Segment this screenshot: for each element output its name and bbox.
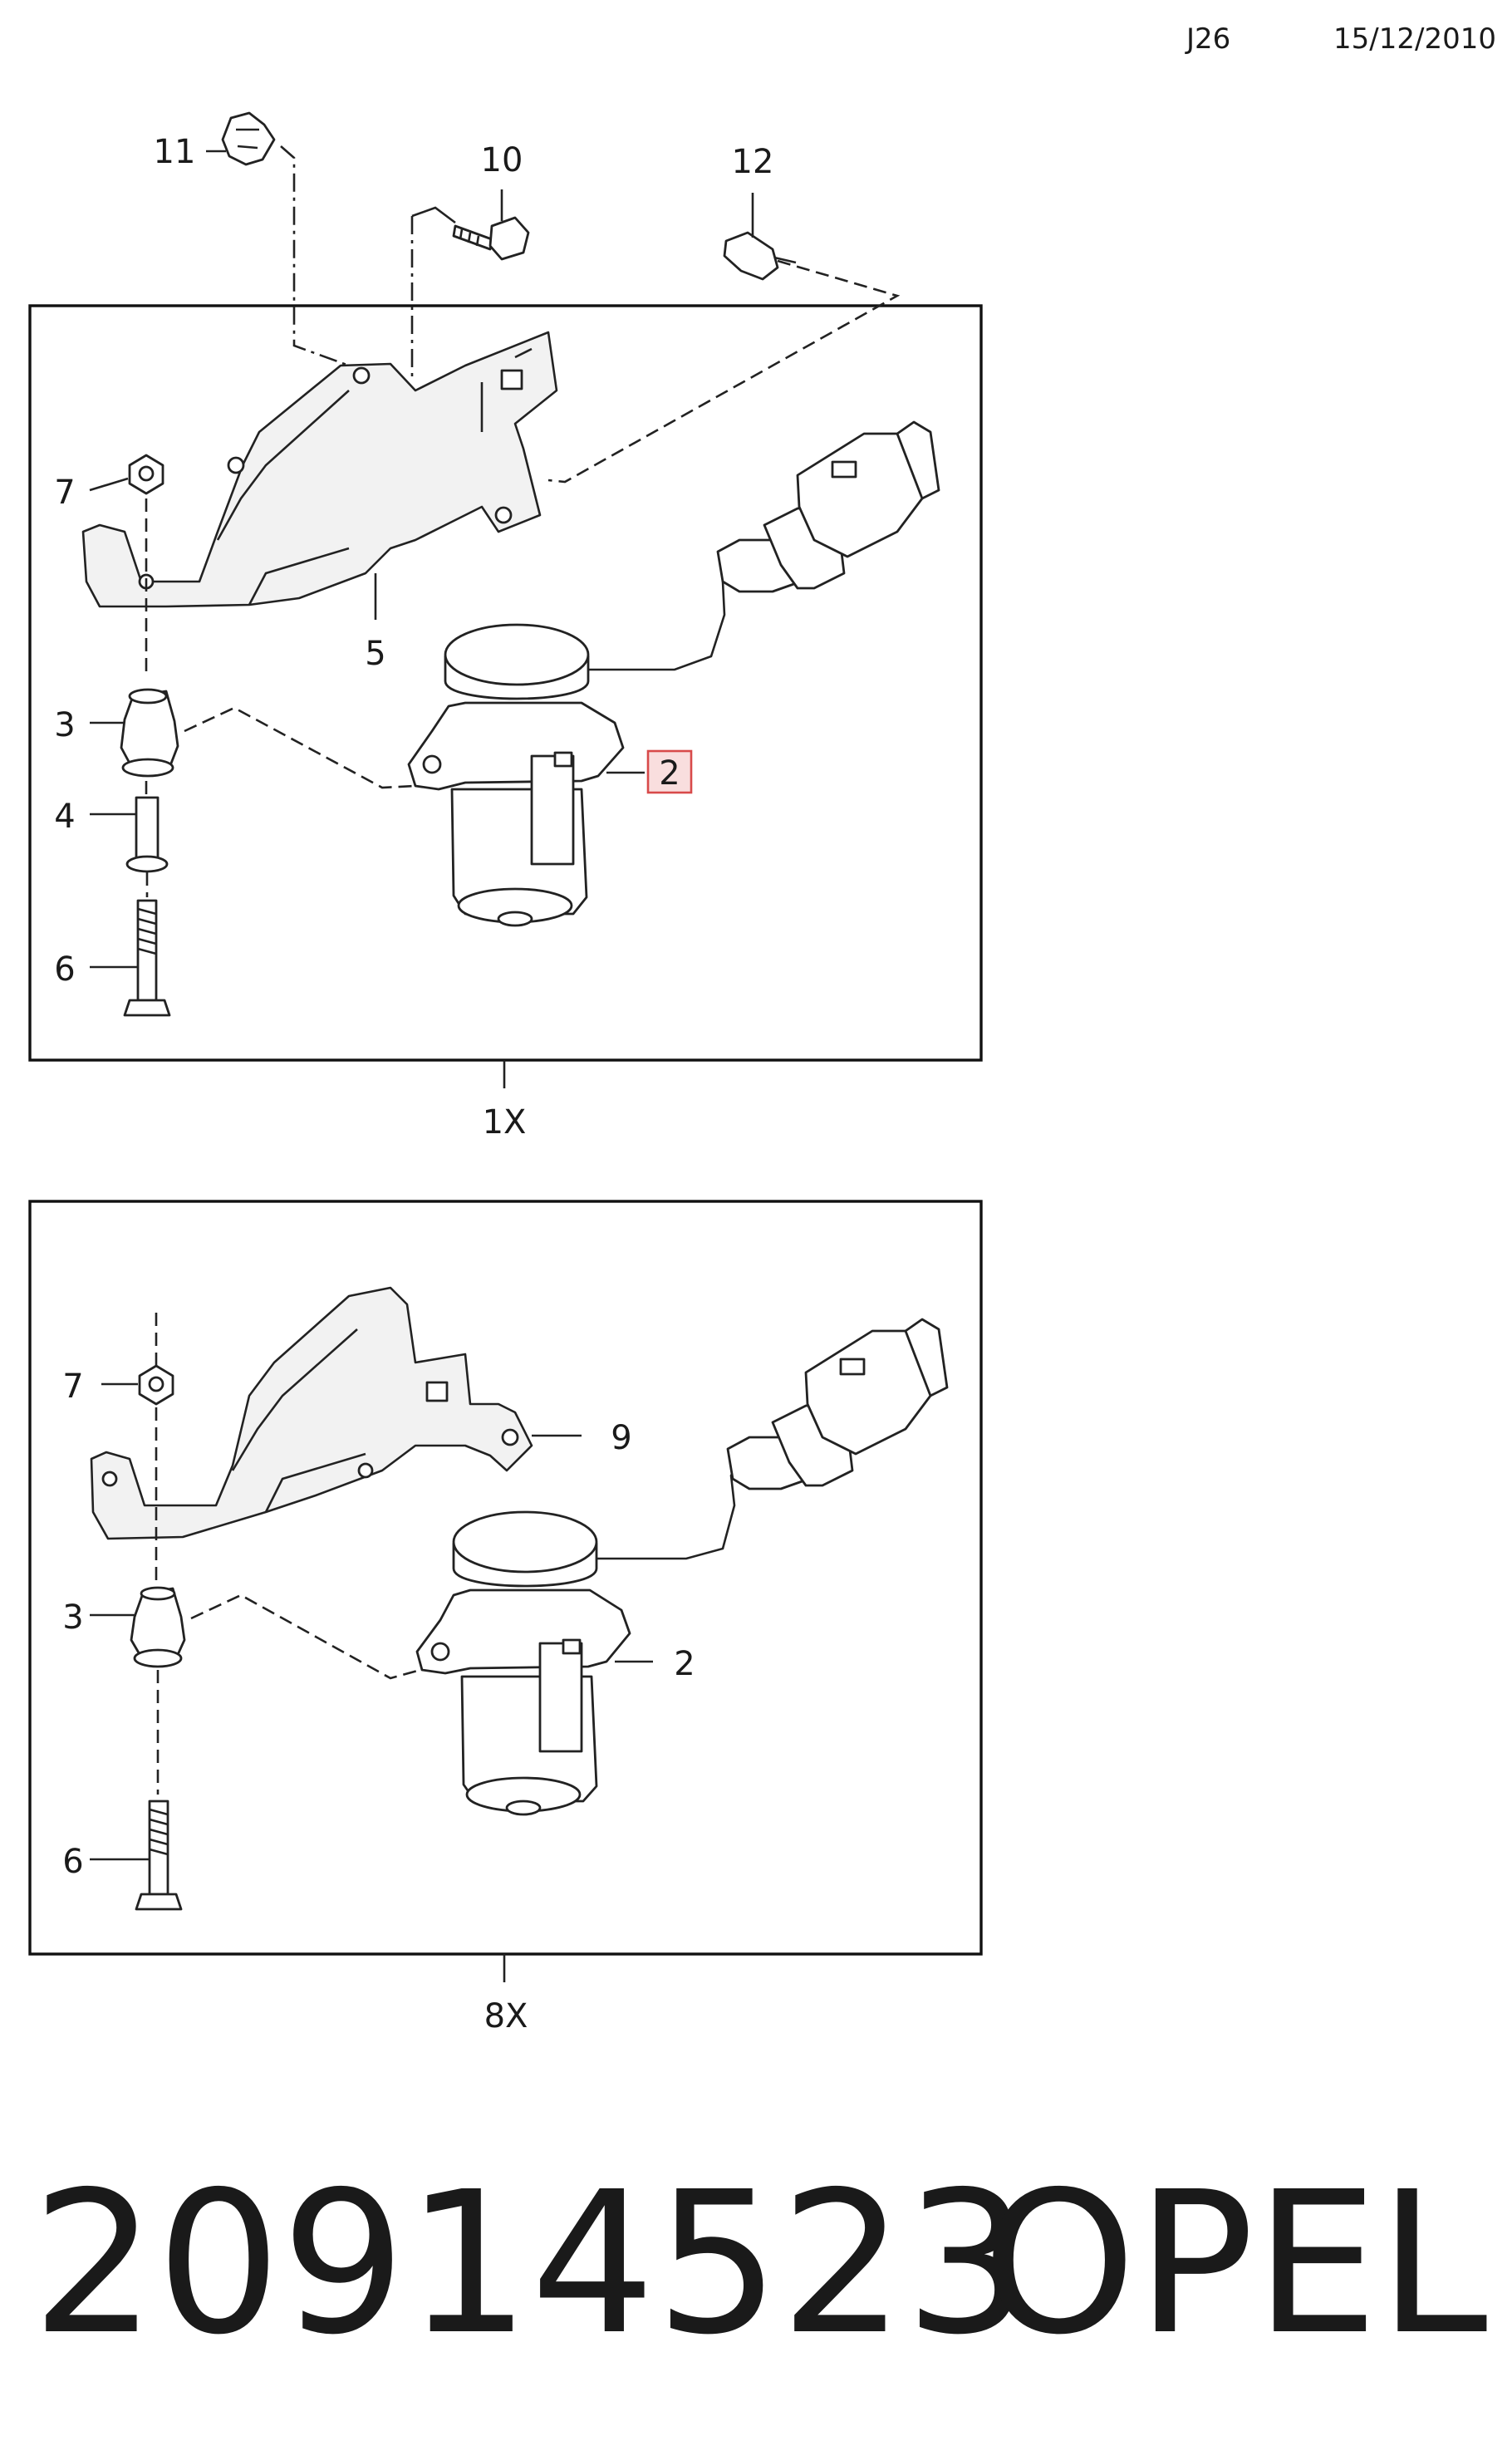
- part-number: 20914523: [32, 2149, 1029, 2378]
- callout-3: 3: [62, 1598, 83, 1637]
- bolt-icon: [135, 1800, 183, 1911]
- nut-icon: [128, 454, 164, 495]
- rubber-mount-icon: [120, 688, 179, 778]
- bolt-icon: [452, 216, 530, 261]
- callout-7: 7: [62, 1367, 83, 1406]
- highlight-box: [646, 749, 693, 794]
- connector-icon: [716, 420, 940, 593]
- callout-2-highlighted: 2: [659, 754, 680, 793]
- panel-bottom-quantity: 8X: [484, 1997, 528, 2035]
- bolt-icon: [123, 899, 171, 1017]
- sleeve-icon: [125, 796, 169, 873]
- rubber-mount-icon: [130, 1586, 186, 1668]
- callout-12: 12: [732, 143, 774, 181]
- header-date: 15/12/2010: [1333, 22, 1496, 56]
- callout-3: 3: [54, 706, 75, 744]
- panel-top: 1X: [28, 111, 983, 1142]
- callout-10: 10: [481, 141, 523, 179]
- callout-9: 9: [611, 1419, 631, 1457]
- panel-bottom: 8X: [28, 1200, 983, 2035]
- connector-icon: [726, 1318, 949, 1490]
- vacuum-pump-icon: [407, 623, 625, 927]
- brand-name: OPEL: [982, 2149, 1488, 2378]
- bracket-icon: [90, 1286, 533, 1540]
- clip-icon: [723, 231, 797, 281]
- panel-bottom-frame: [28, 1200, 983, 1956]
- panel-top-frame: [28, 304, 983, 1062]
- callout-6: 6: [54, 950, 75, 989]
- callout-2: 2: [674, 1645, 695, 1683]
- nut-icon: [138, 1364, 174, 1406]
- cable: [596, 1461, 741, 1560]
- callout-4: 4: [54, 798, 75, 836]
- vacuum-pump-icon: [415, 1510, 631, 1816]
- callout-7: 7: [54, 474, 75, 512]
- header-code: J26: [1185, 22, 1230, 56]
- callout-6: 6: [62, 1843, 83, 1881]
- clip-icon: [221, 111, 276, 166]
- panel-top-quantity: 1X: [483, 1103, 527, 1142]
- callout-5: 5: [365, 635, 385, 673]
- cable: [588, 564, 733, 671]
- callout-11: 11: [154, 133, 196, 171]
